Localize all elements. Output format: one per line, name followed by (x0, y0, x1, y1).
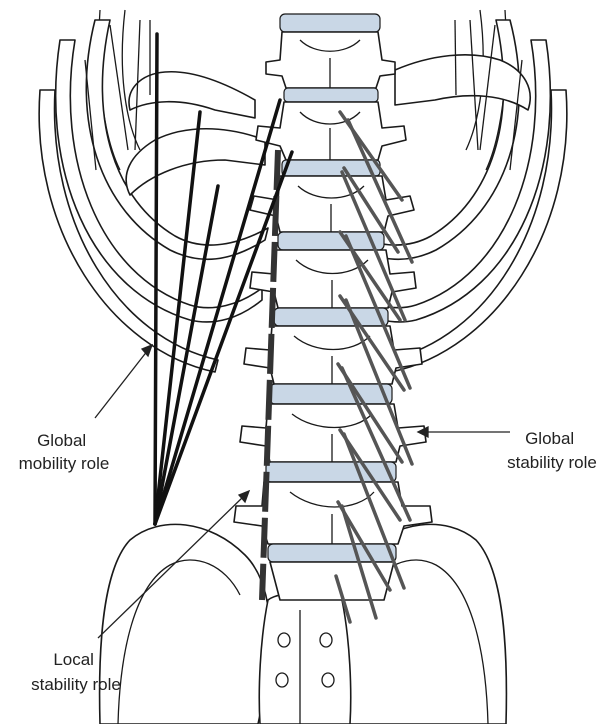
intervertebral-disc (268, 544, 396, 562)
intervertebral-disc (280, 14, 380, 32)
intervertebral-disc (270, 384, 392, 404)
label-global-mobility: Global mobility role (19, 431, 110, 473)
mobility-muscle-line (155, 34, 157, 524)
intervertebral-disc (274, 308, 388, 326)
arrow-global-mobility (95, 350, 148, 418)
sacrum (259, 593, 350, 724)
label-global-stability: Global stability role (507, 429, 597, 472)
rib-cage-left (39, 10, 268, 372)
vertebra-t11 (266, 32, 395, 88)
arrowhead-icon (239, 491, 249, 502)
arrowhead-icon (142, 345, 152, 356)
intervertebral-disc (266, 462, 396, 482)
intervertebral-disc (284, 88, 378, 102)
